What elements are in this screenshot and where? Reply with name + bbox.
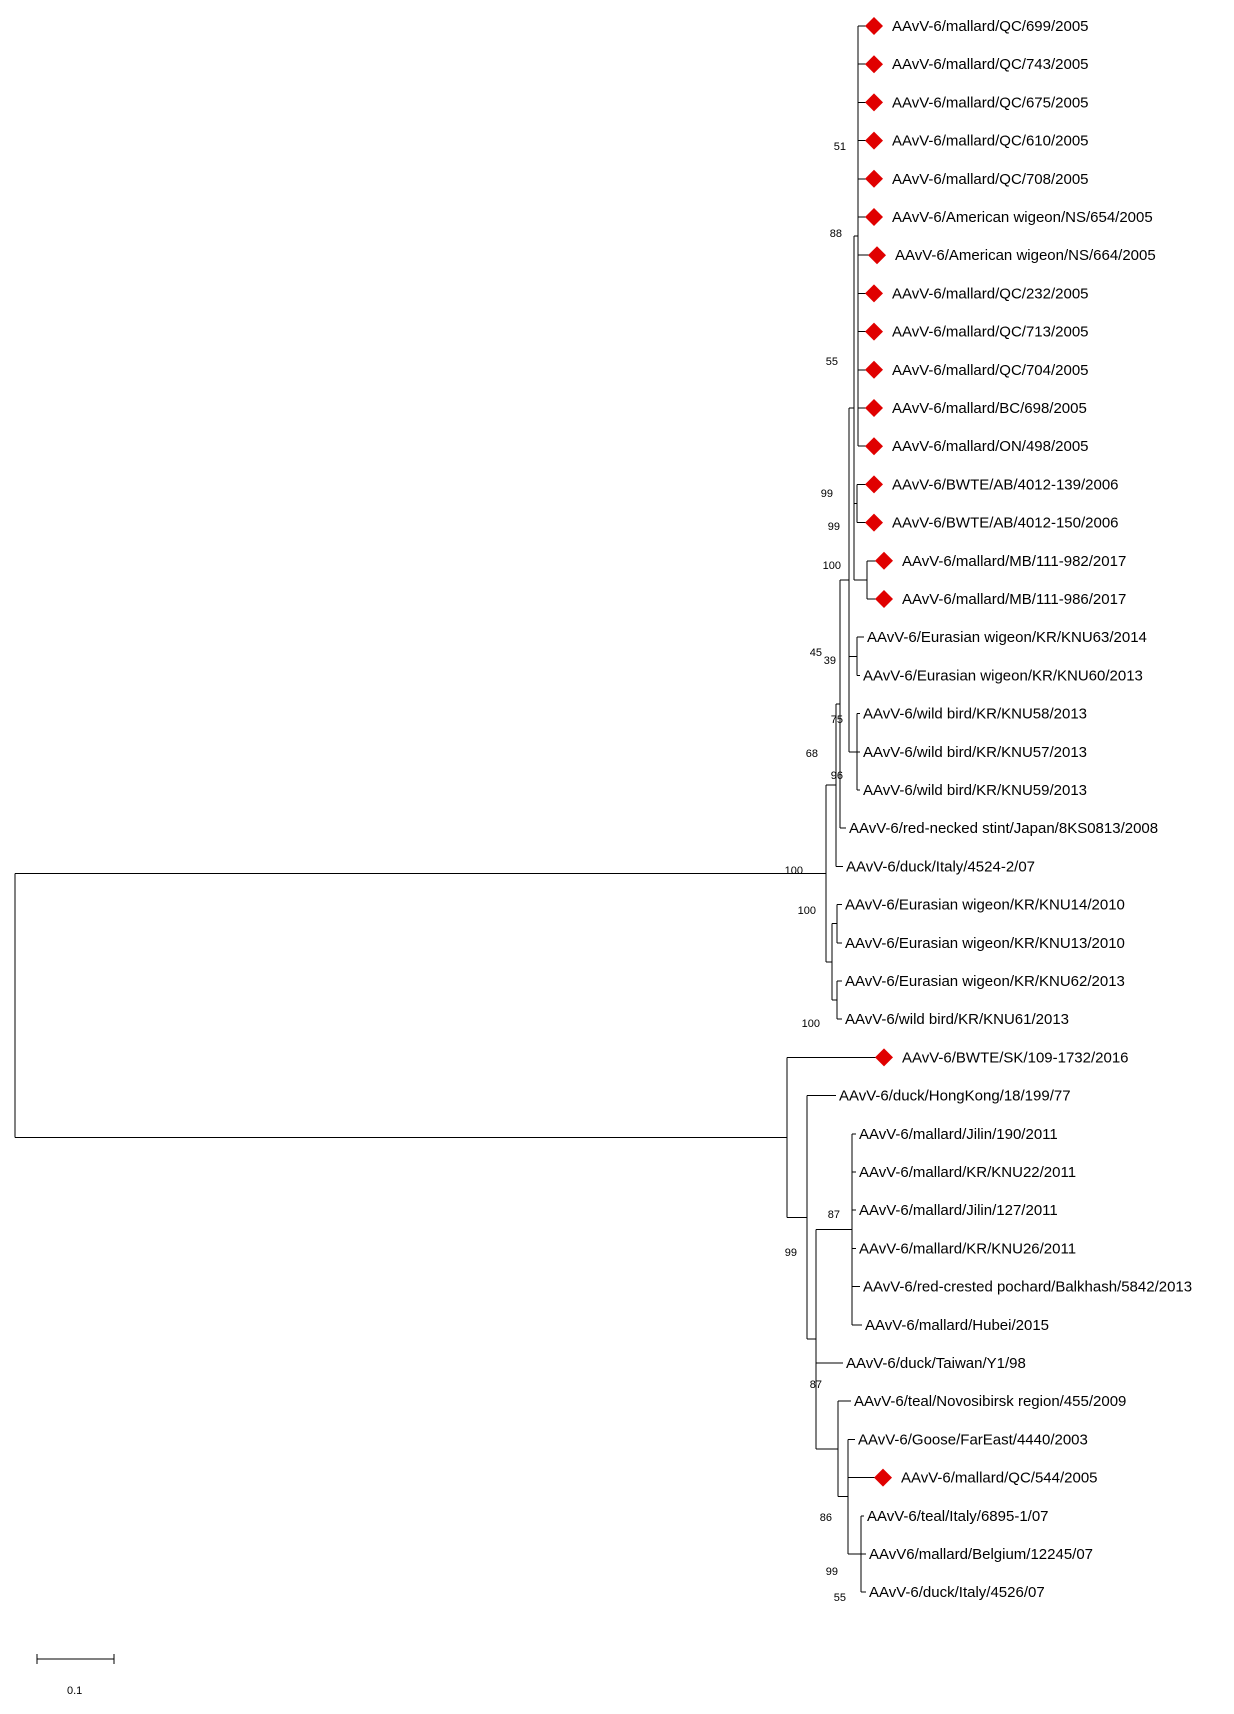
- taxon-label: AAvV-6/Goose/FarEast/4440/2003: [858, 1431, 1088, 1448]
- scale-bar: 0.1: [36, 1654, 115, 1697]
- bootstrap-value: 100: [798, 905, 816, 917]
- bootstrap-value: 100: [785, 865, 803, 877]
- taxon-label: AAvV-6/Eurasian wigeon/KR/KNU14/2010: [845, 897, 1125, 914]
- taxon-label: AAvV-6/BWTE/SK/109-1732/2016: [902, 1049, 1129, 1066]
- tree-branches: [14, 25, 876, 1593]
- bootstrap-value: 75: [831, 714, 843, 726]
- bootstrap-value: 100: [823, 560, 841, 572]
- taxon-label: AAvV-6/mallard/QC/743/2005: [892, 56, 1089, 73]
- taxon-label: AAvV-6/teal/Italy/6895-1/07: [867, 1508, 1049, 1525]
- taxon-label: AAvV-6/duck/HongKong/18/199/77: [839, 1088, 1071, 1105]
- taxon-label: AAvV-6/red-necked stint/Japan/8KS0813/20…: [849, 820, 1158, 837]
- red-diamond-marker: [868, 246, 886, 265]
- bootstrap-value: 100: [802, 1018, 820, 1030]
- bootstrap-value: 96: [831, 770, 843, 782]
- red-diamond-marker: [865, 284, 883, 303]
- red-diamond-marker: [865, 360, 883, 379]
- bootstrap-value: 45: [810, 647, 822, 659]
- taxon-label: AAvV-6/mallard/ON/498/2005: [892, 438, 1089, 455]
- taxon-label: AAvV-6/mallard/Hubei/2015: [865, 1317, 1049, 1334]
- taxon-label: AAvV-6/mallard/QC/232/2005: [892, 285, 1089, 302]
- taxon-label: AAvV-6/American wigeon/NS/654/2005: [892, 209, 1153, 226]
- red-diamond-marker: [865, 169, 883, 188]
- bootstrap-value: 51: [834, 141, 846, 153]
- taxon-label: AAvV-6/mallard/BC/698/2005: [892, 400, 1087, 417]
- bootstrap-value: 55: [826, 356, 838, 368]
- taxon-label: AAvV-6/mallard/MB/111-986/2017: [902, 591, 1126, 608]
- taxon-label: AAvV-6/BWTE/AB/4012-150/2006: [892, 515, 1119, 532]
- taxon-label: AAvV-6/mallard/QC/704/2005: [892, 362, 1089, 379]
- taxon-label: AAvV-6/BWTE/AB/4012-139/2006: [892, 476, 1119, 493]
- taxon-label: AAvV-6/wild bird/KR/KNU59/2013: [863, 782, 1087, 799]
- red-diamond-marker: [874, 1468, 892, 1487]
- bootstrap-value: 55: [834, 1592, 846, 1604]
- bootstrap-value: 68: [806, 748, 818, 760]
- taxon-label: AAvV-6/mallard/QC/713/2005: [892, 324, 1089, 341]
- taxon-label: AAvV-6/Eurasian wigeon/KR/KNU62/2013: [845, 973, 1125, 990]
- red-diamond-marker: [865, 131, 883, 150]
- bootstrap-value: 87: [828, 1209, 840, 1221]
- bootstrap-value: 39: [824, 655, 836, 667]
- taxon-label: AAvV-6/Eurasian wigeon/KR/KNU60/2013: [863, 667, 1143, 684]
- taxon-label: AAvV-6/mallard/Jilin/127/2011: [859, 1202, 1058, 1219]
- bootstrap-value: 99: [828, 521, 840, 533]
- taxon-label: AAvV-6/duck/Taiwan/Y1/98: [846, 1355, 1026, 1372]
- red-diamond-marker: [865, 208, 883, 226]
- taxon-label: AAvV6/mallard/Belgium/12245/07: [869, 1546, 1093, 1563]
- bootstrap-value: 99: [826, 1566, 838, 1578]
- bootstrap-value: 87: [810, 1379, 822, 1391]
- red-diamond-marker: [865, 399, 883, 417]
- scale-bar-label: 0.1: [67, 1685, 82, 1697]
- tip-labels: AAvV-6/mallard/QC/699/2005AAvV-6/mallard…: [839, 18, 1192, 1601]
- taxon-label: AAvV-6/mallard/QC/708/2005: [892, 171, 1089, 188]
- red-diamond-marker: [875, 551, 893, 570]
- taxon-label: AAvV-6/duck/Italy/4524-2/07: [846, 858, 1035, 875]
- red-diamond-marker: [865, 513, 883, 532]
- taxon-label: AAvV-6/American wigeon/NS/664/2005: [895, 247, 1156, 264]
- taxon-label: AAvV-6/Eurasian wigeon/KR/KNU63/2014: [867, 629, 1147, 646]
- taxon-label: AAvV-6/duck/Italy/4526/07: [869, 1584, 1045, 1601]
- taxon-label: AAvV-6/red-crested pochard/Balkhash/5842…: [863, 1279, 1192, 1296]
- bootstrap-value: 86: [820, 1512, 832, 1524]
- taxon-label: AAvV-6/wild bird/KR/KNU58/2013: [863, 706, 1087, 723]
- bootstrap-value: 99: [821, 488, 833, 500]
- red-diamond-marker: [865, 437, 883, 456]
- bootstrap-value: 99: [785, 1247, 797, 1259]
- taxon-label: AAvV-6/teal/Novosibirsk region/455/2009: [854, 1393, 1126, 1410]
- taxon-label: AAvV-6/mallard/Jilin/190/2011: [859, 1126, 1058, 1143]
- taxon-label: AAvV-6/wild bird/KR/KNU61/2013: [845, 1011, 1069, 1028]
- red-diamond-marker: [865, 475, 883, 494]
- taxon-label: AAvV-6/mallard/MB/111-982/2017: [902, 553, 1126, 570]
- taxon-label: AAvV-6/mallard/QC/699/2005: [892, 18, 1089, 35]
- red-diamond-marker: [875, 590, 893, 608]
- red-diamond-marker: [865, 322, 883, 341]
- taxon-label: AAvV-6/wild bird/KR/KNU57/2013: [863, 744, 1087, 761]
- red-diamond-marker: [865, 93, 883, 112]
- taxon-label: AAvV-6/mallard/KR/KNU22/2011: [859, 1164, 1076, 1181]
- taxon-label: AAvV-6/mallard/QC/610/2005: [892, 133, 1089, 150]
- red-diamond-marker: [875, 1048, 893, 1067]
- taxon-label: AAvV-6/mallard/QC/675/2005: [892, 94, 1089, 111]
- taxon-label: AAvV-6/Eurasian wigeon/KR/KNU13/2010: [845, 935, 1125, 952]
- taxon-markers: [865, 17, 893, 1487]
- red-diamond-marker: [865, 17, 883, 35]
- taxon-label: AAvV-6/mallard/KR/KNU26/2011: [859, 1240, 1076, 1257]
- red-diamond-marker: [865, 55, 883, 74]
- bootstrap-value: 88: [830, 228, 842, 240]
- taxon-label: AAvV-6/mallard/QC/544/2005: [901, 1470, 1098, 1487]
